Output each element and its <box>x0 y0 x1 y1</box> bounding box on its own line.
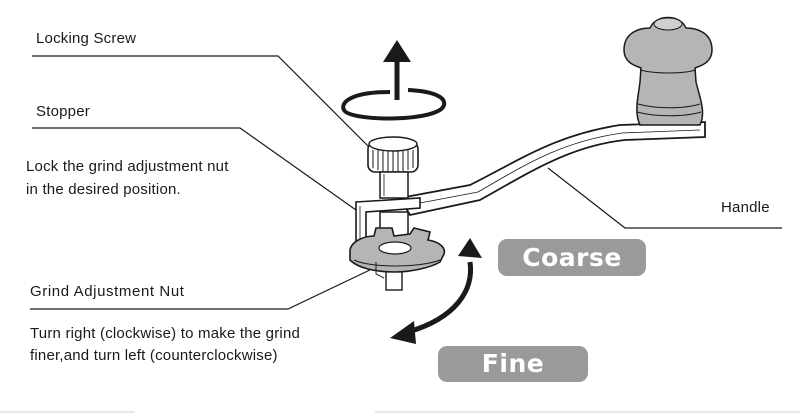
locking-screw <box>367 136 419 199</box>
stopper-leader <box>32 127 357 211</box>
locking-screw-leader <box>32 55 373 151</box>
grind-nut-label: Grind Adjustment Nut <box>30 283 185 300</box>
handle-leader <box>547 167 782 229</box>
rotate-arrow-icon <box>341 40 447 121</box>
handle-arm <box>398 121 706 217</box>
coarse-badge: Coarse <box>498 239 646 276</box>
turn-note-line2: finer,and turn left (counterclockwise) <box>30 347 278 364</box>
grind-adjustment-nut <box>349 227 446 279</box>
turn-note-line1: Turn right (clockwise) to make the grind <box>30 325 301 342</box>
coarse-fine-arrow-icon <box>390 238 482 344</box>
lock-note-line1: Lock the grind adjustment nut <box>26 158 229 175</box>
fine-badge: Fine <box>438 346 588 382</box>
stopper-label: Stopper <box>36 103 90 120</box>
grind-nut-leader <box>30 267 375 310</box>
locking-screw-label: Locking Screw <box>36 30 137 47</box>
handle-knob <box>623 16 713 126</box>
lock-note-line2: in the desired position. <box>26 181 181 198</box>
leader-lines <box>30 55 782 310</box>
handle-label: Handle <box>721 199 770 216</box>
